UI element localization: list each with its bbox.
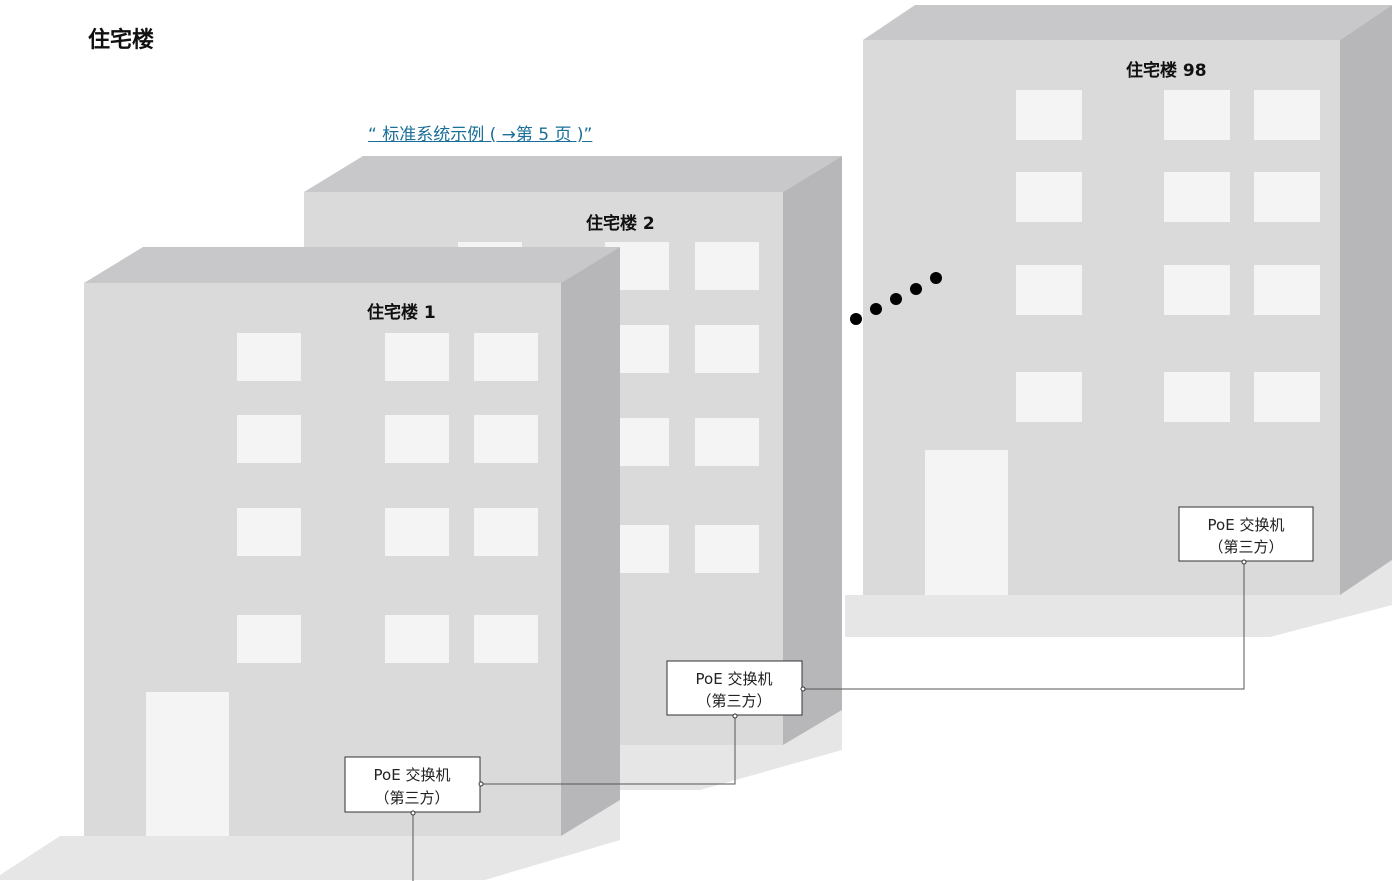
building-1-windows [237, 333, 538, 663]
building-98-windows [1016, 90, 1320, 422]
ellipsis-dot [890, 293, 902, 305]
window [1164, 172, 1230, 222]
window [385, 508, 449, 556]
window [1016, 265, 1082, 315]
poe-switch-box [344, 756, 481, 813]
ellipsis-dot [910, 283, 922, 295]
poe-switch-name: PoE 交换机 [1208, 516, 1285, 534]
building-98-side [1340, 5, 1392, 595]
poe-switch-vendor: （第三方） [374, 789, 449, 807]
window [458, 242, 522, 250]
poe-switch-3[interactable]: PoE 交换机 （第三方） [1178, 506, 1314, 565]
ellipsis-dot [850, 313, 862, 325]
window [1164, 90, 1230, 140]
window [385, 615, 449, 663]
building-98-label: 住宅楼 98 [1126, 60, 1207, 81]
window [695, 242, 759, 290]
window [695, 325, 759, 373]
building-1-side [561, 247, 620, 836]
building-1: 住宅楼 1 [0, 247, 620, 880]
window [1254, 172, 1320, 222]
window [1164, 265, 1230, 315]
window [695, 525, 759, 573]
page-title: 住宅楼 [88, 28, 155, 53]
poe-switch-1[interactable]: PoE 交换机 （第三方） [344, 756, 484, 816]
poe-switch-box [1178, 506, 1314, 562]
ellipsis-dot [930, 272, 942, 284]
ellipsis-dot [870, 303, 882, 315]
building-98: 住宅楼 98 [845, 5, 1392, 637]
building-98-roof [863, 5, 1392, 40]
window [1254, 372, 1320, 422]
building-1-ground [0, 800, 620, 880]
window [474, 333, 538, 381]
window [1254, 265, 1320, 315]
window [474, 508, 538, 556]
window [237, 615, 301, 663]
window [1016, 90, 1082, 140]
window [474, 415, 538, 463]
port-node [410, 810, 416, 816]
poe-switch-name: PoE 交换机 [696, 670, 773, 688]
connection-lines [412, 562, 1245, 881]
window [1254, 90, 1320, 140]
port-node [1241, 559, 1247, 565]
building-1-door [146, 692, 229, 836]
building-1-roof [84, 247, 620, 283]
window [1016, 372, 1082, 422]
port-node [800, 686, 806, 692]
port-node [478, 781, 484, 787]
window [1164, 372, 1230, 422]
reference-link[interactable]: “ 标准系统示例 ( →第 5 页 )” [368, 125, 593, 145]
poe-switch-box [666, 660, 803, 716]
window [695, 418, 759, 466]
building-98-door [925, 450, 1008, 595]
window [474, 615, 538, 663]
window [237, 333, 301, 381]
poe-switch-vendor: （第三方） [1208, 538, 1283, 556]
building-1-label: 住宅楼 1 [367, 302, 436, 323]
link-switch1-switch2 [481, 716, 736, 785]
window [385, 415, 449, 463]
poe-switch-vendor: （第三方） [696, 692, 771, 710]
window [237, 508, 301, 556]
window [1016, 172, 1082, 222]
window [385, 333, 449, 381]
building-98-ground [845, 560, 1392, 637]
window [237, 415, 301, 463]
port-node [732, 713, 738, 719]
building-2-roof [304, 156, 842, 192]
building-2-label: 住宅楼 2 [586, 213, 655, 234]
building-2-ground [560, 710, 842, 790]
poe-switch-name: PoE 交换机 [374, 766, 451, 784]
building-2-side [783, 156, 842, 745]
ellipsis-dots [850, 272, 942, 325]
link-switch2-switch3 [803, 562, 1245, 690]
poe-switch-2[interactable]: PoE 交换机 （第三方） [666, 660, 806, 719]
